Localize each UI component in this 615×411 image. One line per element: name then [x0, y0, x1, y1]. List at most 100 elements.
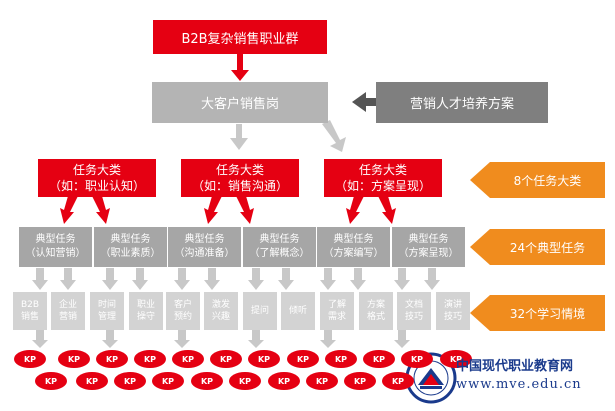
- kp-node: KP: [14, 350, 46, 368]
- category-title: 任务大类: [358, 163, 407, 177]
- kp-node: KP: [268, 372, 300, 390]
- situation-line: 提问: [250, 306, 269, 316]
- kp-label: KP: [372, 354, 386, 364]
- situation-line: 倾听: [288, 306, 307, 316]
- watermark-line1: 中国现代职业教育网: [456, 359, 574, 374]
- watermark: 中国现代职业教育网 www.mve.edu.cn: [456, 358, 614, 406]
- kp-node: KP: [35, 372, 67, 390]
- situation-line: B2B: [20, 300, 40, 310]
- kp-label: KP: [67, 354, 81, 364]
- kp-node: KP: [114, 372, 146, 390]
- kp-label: KP: [200, 376, 214, 386]
- kp-label: KP: [315, 376, 329, 386]
- kp-label: KP: [143, 354, 157, 364]
- task-example: （认知营销）: [25, 248, 86, 259]
- task-example: （了解概念）: [249, 248, 310, 259]
- situation-line: 兴趣: [211, 312, 230, 322]
- kp-label: KP: [44, 376, 58, 386]
- label-task-categories: 8个任务大类: [490, 162, 605, 198]
- label-learning-situations: 32个学习情境: [490, 295, 605, 331]
- kp-node: KP: [210, 350, 242, 368]
- top-title: B2B复杂销售职业群: [181, 31, 299, 47]
- category-example: （如：销售沟通）: [191, 179, 288, 193]
- situation-box-3: 时间 管理: [90, 292, 124, 330]
- position-label: 大客户销售岗: [200, 97, 279, 112]
- situation-box-8: 倾听: [281, 292, 315, 330]
- situation-line: 格式: [366, 312, 385, 322]
- task-example: （沟通准备）: [174, 248, 235, 259]
- task-box-6: 典型任务 （方案呈现）: [392, 227, 465, 267]
- kp-node: KP: [134, 350, 166, 368]
- category-box-1: 任务大类 （如：职业认知）: [38, 159, 156, 197]
- task-title: 典型任务: [408, 234, 449, 245]
- situation-line: 企业: [58, 300, 77, 310]
- kp-label: KP: [296, 354, 310, 364]
- kp-node: KP: [96, 350, 128, 368]
- situation-line: 时间: [97, 300, 116, 310]
- kp-node: KP: [58, 350, 90, 368]
- category-box-2: 任务大类 （如：销售沟通）: [181, 159, 299, 197]
- task-box-5: 典型任务 （方案编写）: [317, 227, 390, 267]
- kp-label: KP: [123, 376, 137, 386]
- watermark-line2: www.mve.edu.cn: [456, 377, 582, 392]
- situation-line: 文档: [404, 300, 423, 310]
- kp-label: KP: [410, 354, 424, 364]
- situation-line: 激发: [211, 300, 230, 310]
- kp-label: KP: [449, 354, 463, 364]
- task-example: （方案呈现）: [398, 248, 459, 259]
- plan-box: 营销人才培养方案: [376, 82, 548, 123]
- kp-node: KP: [248, 350, 280, 368]
- task-box-4: 典型任务 （了解概念）: [243, 227, 316, 267]
- situation-line: 销售: [20, 312, 39, 322]
- kp-node: KP: [76, 372, 108, 390]
- kp-node: KP: [440, 350, 472, 368]
- top-title-box: B2B复杂销售职业群: [153, 20, 327, 54]
- plan-label: 营销人才培养方案: [409, 97, 514, 112]
- label-learning-situations-text: 32个学习情境: [509, 306, 586, 321]
- situation-box-6: 激发 兴趣: [204, 292, 238, 330]
- kp-node: KP: [344, 372, 376, 390]
- kp-label: KP: [161, 376, 175, 386]
- kp-node: KP: [306, 372, 338, 390]
- kp-label: KP: [257, 354, 271, 364]
- situation-line: 演讲: [443, 300, 462, 310]
- label-task-categories-text: 8个任务大类: [513, 173, 582, 188]
- kp-label: KP: [353, 376, 367, 386]
- kp-label: KP: [238, 376, 252, 386]
- situation-line: 技巧: [443, 312, 462, 322]
- kp-node: KP: [401, 350, 433, 368]
- task-title: 典型任务: [35, 234, 76, 245]
- task-example: （方案编写）: [323, 248, 384, 259]
- situation-box-12: 演讲 技巧: [436, 292, 470, 330]
- situation-line: 管理: [97, 312, 116, 322]
- situation-line: 职业: [136, 300, 155, 310]
- kp-node: KP: [229, 372, 261, 390]
- label-typical-tasks: 24个典型任务: [490, 229, 605, 265]
- task-title: 典型任务: [333, 234, 374, 245]
- kp-label: KP: [277, 376, 291, 386]
- task-example: （职业素质）: [100, 248, 161, 259]
- situation-box-4: 职业 操守: [129, 292, 163, 330]
- kp-label: KP: [334, 354, 348, 364]
- situation-line: 了解: [327, 300, 346, 310]
- task-box-3: 典型任务 （沟通准备）: [168, 227, 241, 267]
- situation-line: 技巧: [404, 312, 423, 322]
- situation-box-7: 提问: [243, 292, 277, 330]
- situation-box-2: 企业 营销: [51, 292, 85, 330]
- situation-line: 操守: [136, 312, 155, 322]
- kp-node: KP: [287, 350, 319, 368]
- situation-box-9: 了解 需求: [320, 292, 354, 330]
- kp-label: KP: [85, 376, 99, 386]
- label-typical-tasks-text: 24个典型任务: [509, 240, 586, 255]
- position-box: 大客户销售岗: [152, 82, 328, 123]
- kp-label: KP: [23, 354, 37, 364]
- category-example: （如：方案呈现）: [334, 179, 431, 193]
- situation-line: 预约: [173, 312, 192, 322]
- category-example: （如：职业认知）: [48, 179, 145, 193]
- situation-box-1: B2B 销售: [13, 292, 47, 330]
- situation-box-11: 文档 技巧: [397, 292, 431, 330]
- task-title: 典型任务: [259, 234, 300, 245]
- category-title: 任务大类: [215, 163, 264, 177]
- kp-node: KP: [191, 372, 223, 390]
